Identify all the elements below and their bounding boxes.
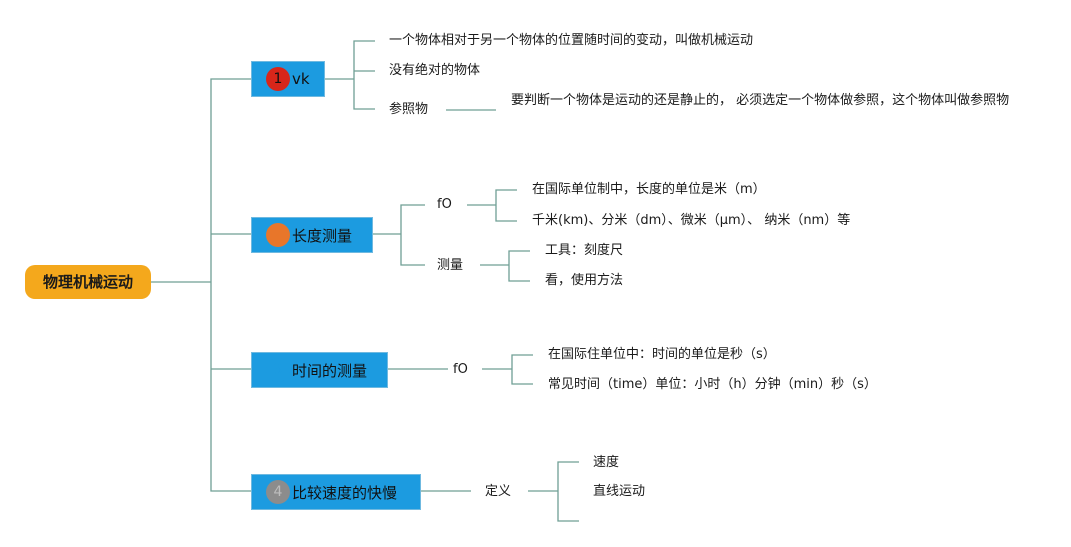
branch-1-label: vk xyxy=(292,70,310,88)
branch-2-group-1-label[interactable]: fO xyxy=(437,197,452,212)
branch-4-group-1-item-1[interactable]: 速度 xyxy=(593,455,620,470)
badge-1-icon: 1 xyxy=(266,67,290,91)
branch-3-topic[interactable]: 3 时间的测量 xyxy=(251,352,388,388)
branch-2-group-1-item-2[interactable]: 千米(km)、分米（dm）、微米（μm）、 纳米（nm）等 xyxy=(532,213,851,228)
branch-2-group-2-label[interactable]: 测量 xyxy=(437,258,464,273)
branch-3-group-1-label[interactable]: fO xyxy=(453,362,468,377)
badge-4-icon: 4 xyxy=(266,480,290,504)
root-topic[interactable]: 物理机械运动 xyxy=(25,265,151,299)
branch-4-group-1-item-2[interactable]: 直线运动 xyxy=(593,484,646,499)
branch-2-group-1-item-1[interactable]: 在国际单位制中，长度的单位是米（m） xyxy=(532,182,766,197)
branch-2-label: 长度测量 xyxy=(292,226,353,245)
branch-4-label: 比较速度的快慢 xyxy=(292,483,398,502)
branch-3-group-1-item-1[interactable]: 在国际住单位中：时间的单位是秒（s） xyxy=(548,347,776,362)
branch-1-item-3-detail[interactable]: 要判断一个物体是运动的还是静止的， 必须选定一个物体做参照，这个物体叫做参照物 xyxy=(511,93,1010,108)
badge-3-icon: 3 xyxy=(266,358,290,382)
branch-4-group-1-label[interactable]: 定义 xyxy=(485,484,512,499)
badge-2-icon: 2 xyxy=(266,223,290,247)
branch-4-topic[interactable]: 4 比较速度的快慢 xyxy=(251,474,421,510)
branch-2-topic[interactable]: 2 长度测量 xyxy=(251,217,373,253)
branch-1-item-3[interactable]: 参照物 xyxy=(389,102,429,117)
branch-2-group-2-item-2[interactable]: 看，使用方法 xyxy=(545,273,624,288)
branch-3-group-1-item-2[interactable]: 常见时间（time）单位：小时（h）分钟（min）秒（s） xyxy=(548,377,877,392)
branch-2-group-2-item-1[interactable]: 工具：刻度尺 xyxy=(545,243,624,258)
branch-1-topic[interactable]: 1 vk xyxy=(251,61,325,97)
branch-3-label: 时间的测量 xyxy=(292,361,368,380)
branch-1-item-2[interactable]: 没有绝对的物体 xyxy=(389,63,481,78)
branch-1-item-1[interactable]: 一个物体相对于另一个物体的位置随时间的变动，叫做机械运动 xyxy=(389,33,754,48)
